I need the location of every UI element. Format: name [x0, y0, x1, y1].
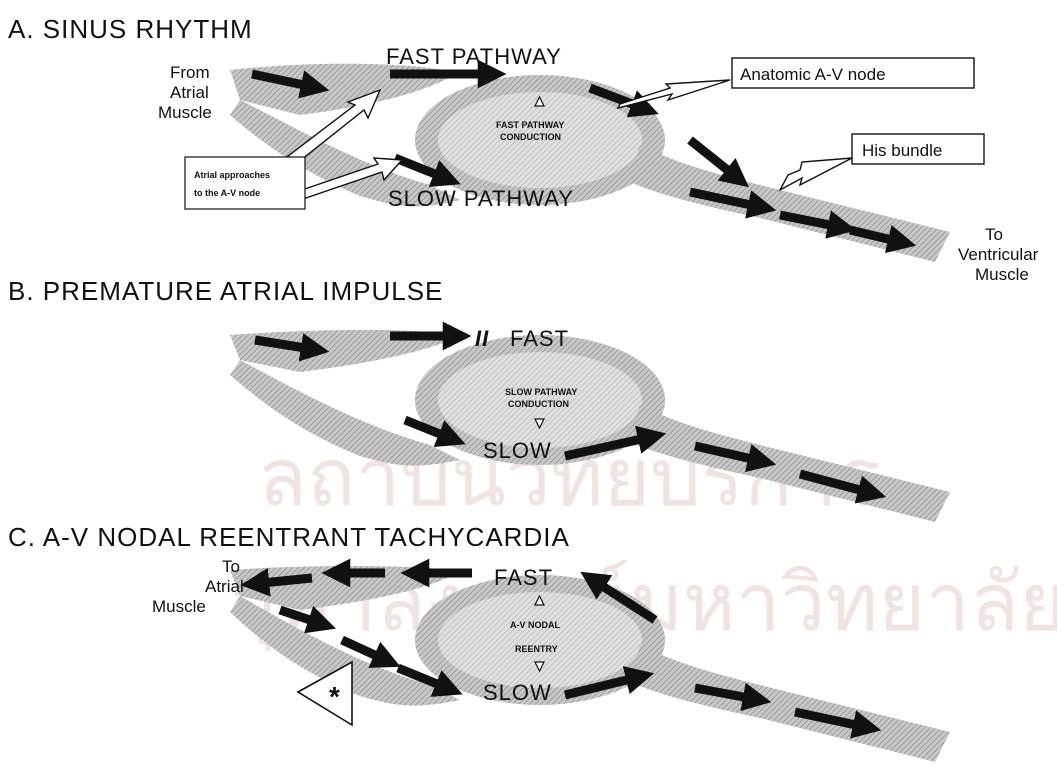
- atrial-approaches-label-2: to the A-V node: [194, 188, 260, 198]
- panel-b-heading: B. PREMATURE ATRIAL IMPULSE: [8, 276, 443, 306]
- panel-a: A. SINUS RHYTHM From: [8, 14, 1039, 284]
- to-ventricle-label-1: To: [985, 225, 1003, 244]
- center-label-2: CONDUCTION: [508, 399, 569, 409]
- atrial-approaches-label-1: Atrial approaches: [194, 170, 270, 180]
- from-label-2: Atrial: [170, 83, 209, 102]
- to-ventricle-label-2: Ventricular: [958, 245, 1039, 264]
- from-label-1: From: [170, 63, 210, 82]
- asterisk-symbol: *: [329, 681, 340, 712]
- his-bundle-pointer-arrow: [780, 158, 852, 190]
- his-bundle-callout: His bundle: [852, 134, 984, 164]
- center-label-1: SLOW PATHWAY: [505, 387, 577, 397]
- conduction-block-mark: II: [475, 326, 489, 351]
- center-label-1: A-V NODAL: [510, 620, 560, 630]
- atrial-approaches-callout: Atrial approaches to the A-V node: [185, 157, 305, 209]
- to-atrial-label-3: Muscle: [152, 597, 206, 616]
- slow-label: SLOW: [483, 680, 552, 705]
- fast-label: FAST: [494, 565, 553, 590]
- center-label-2: REENTRY: [515, 644, 558, 654]
- panel-a-heading: A. SINUS RHYTHM: [8, 14, 253, 44]
- fast-pathway-label: FAST PATHWAY: [386, 44, 562, 69]
- av-node-callout: Anatomic A-V node: [732, 58, 974, 88]
- his-bundle-label: His bundle: [862, 141, 942, 160]
- from-label-3: Muscle: [158, 103, 212, 122]
- slow-label: SLOW: [483, 438, 552, 463]
- center-label-2: CONDUCTION: [500, 132, 561, 142]
- fast-label: FAST: [510, 326, 569, 351]
- center-label-1: FAST PATHWAY: [496, 120, 564, 130]
- av-node-label: Anatomic A-V node: [740, 65, 886, 84]
- panel-c-heading: C. A-V NODAL REENTRANT TACHYCARDIA: [8, 522, 570, 552]
- av-node-pointer-arrow: [618, 80, 730, 108]
- slow-pathway-label: SLOW PATHWAY: [388, 186, 574, 211]
- to-atrial-label-1: To: [222, 557, 240, 576]
- to-ventricle-label-3: Muscle: [975, 265, 1029, 284]
- arrow-retro-atrial: [252, 578, 312, 584]
- to-atrial-label-2: Atrial: [205, 577, 244, 596]
